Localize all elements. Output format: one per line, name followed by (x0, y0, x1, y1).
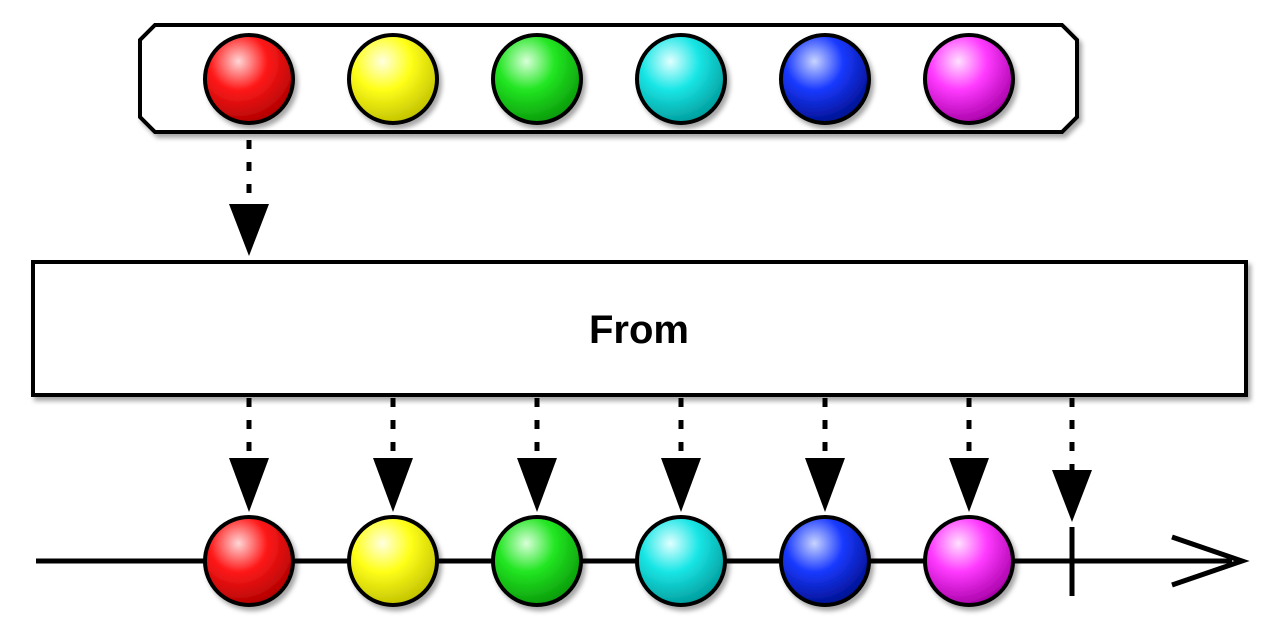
emit-arrow-blue (805, 398, 845, 512)
source-marble-magenta (923, 33, 1015, 125)
source-marble-yellow (347, 33, 439, 125)
source-marbles (203, 33, 1015, 125)
output-marble-green (491, 515, 583, 607)
emit-arrow-green (517, 398, 557, 512)
output-marble-yellow (347, 515, 439, 607)
source-marble-cyan (635, 33, 727, 125)
output-marble-red (203, 515, 295, 607)
output-marble-cyan (635, 515, 727, 607)
output-arrows (229, 398, 989, 512)
source-marble-green (491, 33, 583, 125)
input-arrow (229, 140, 269, 256)
operator-label: From (589, 308, 689, 352)
completion-arrow (1052, 398, 1092, 522)
emit-arrow-magenta (949, 398, 989, 512)
output-marble-magenta (923, 515, 1015, 607)
source-marble-red (203, 33, 295, 125)
timeline-arrowhead (1171, 534, 1250, 588)
output-marbles (203, 515, 1015, 607)
source-marble-blue (779, 33, 871, 125)
emit-arrow-red (229, 398, 269, 512)
emit-arrow-cyan (661, 398, 701, 512)
operator-box (31, 260, 1248, 397)
emit-arrow-yellow (373, 398, 413, 512)
output-marble-blue (779, 515, 871, 607)
